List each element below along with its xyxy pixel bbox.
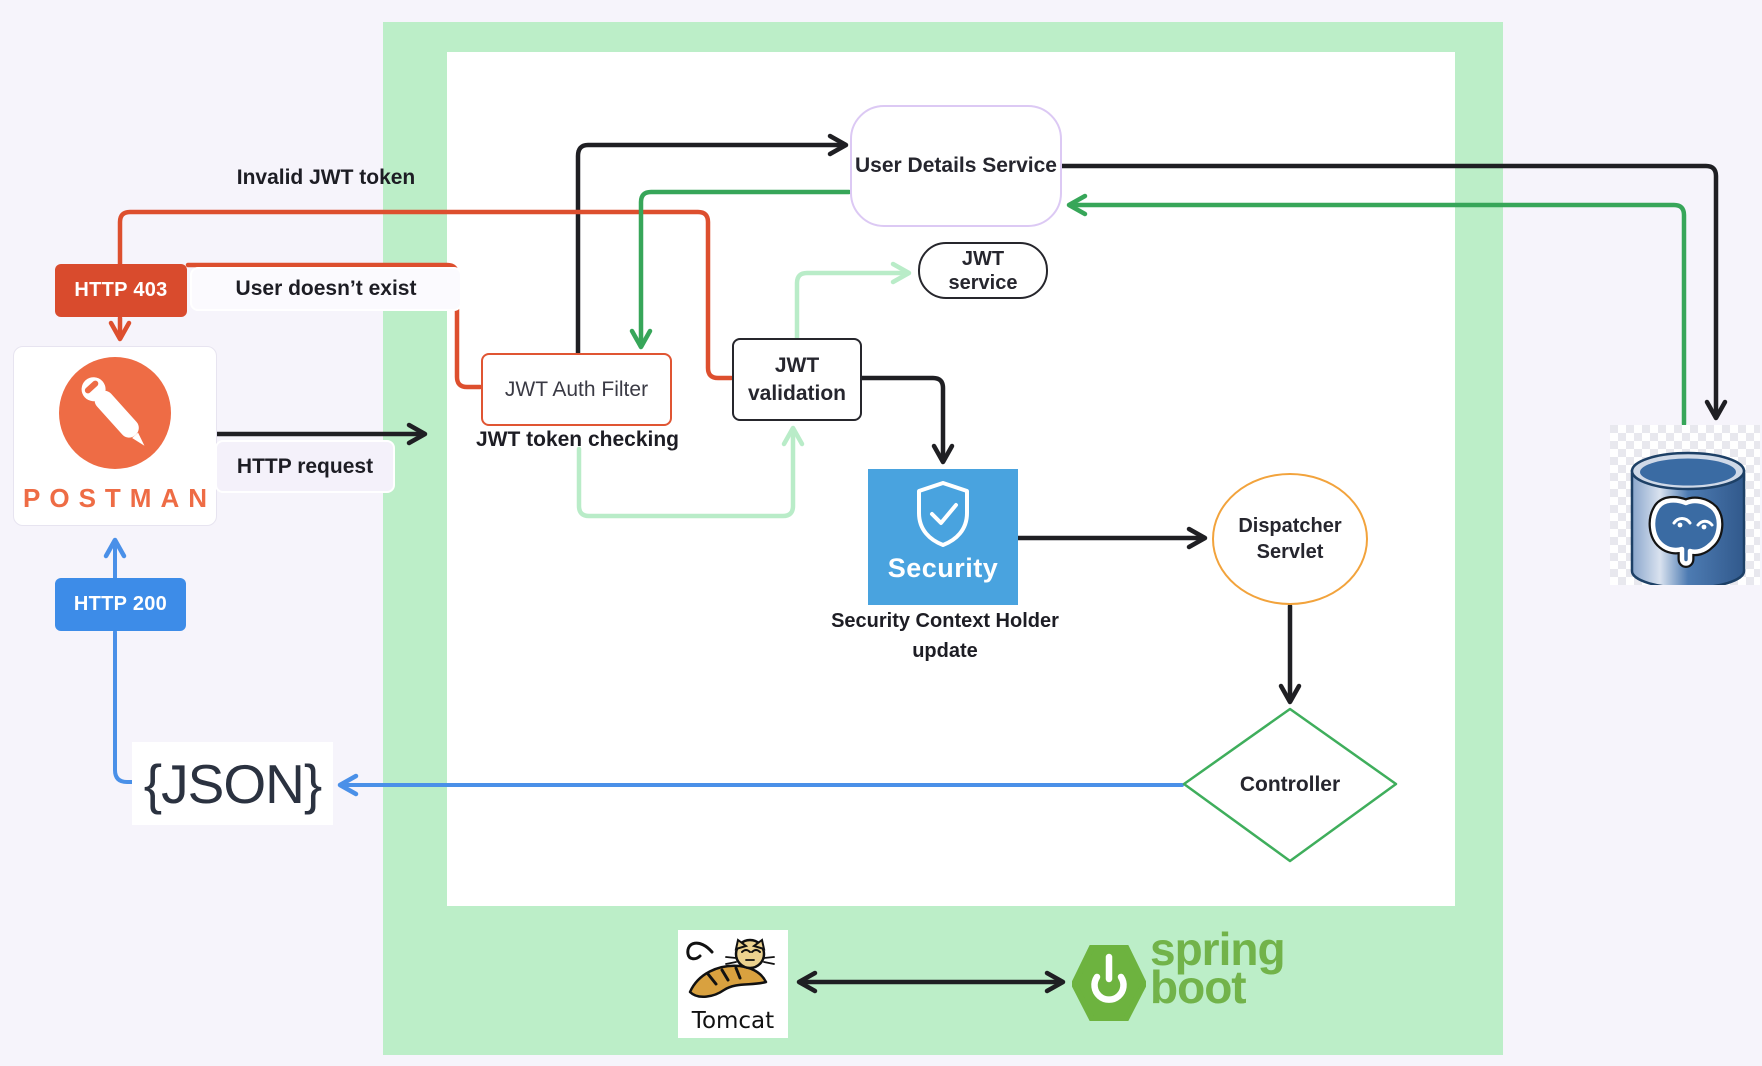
- jwt-token-checking-label: JWT token checking: [475, 428, 680, 451]
- jwt-service-line1: JWT: [961, 247, 1005, 270]
- jwt-validation-node: JWT validation: [732, 338, 862, 421]
- spring-security-node: Security: [868, 469, 1018, 605]
- tomcat-node: Tomcat: [678, 930, 788, 1038]
- jwt-validation-line2: validation: [747, 381, 847, 405]
- controller-label: Controller: [1239, 773, 1341, 796]
- security-context-line1: Security Context Holder: [831, 610, 1059, 632]
- security-context-label: Security Context Holder update: [820, 606, 1070, 666]
- http-request-label: HTTP request: [215, 440, 395, 493]
- postman-astronaut-icon: [59, 357, 171, 469]
- controller-node: Controller: [1182, 707, 1398, 863]
- jwt-service-line2: service: [948, 271, 1018, 294]
- line-json-to-http200: [113, 630, 134, 784]
- tomcat-cat-icon: [686, 938, 775, 998]
- dispatcher-servlet-node: Dispatcher Servlet: [1212, 473, 1368, 605]
- jwt-service-node: JWT service: [918, 242, 1048, 299]
- jwt-validation-line1: JWT: [774, 353, 820, 377]
- shield-check-icon: [917, 481, 969, 547]
- security-wordmark: Security: [887, 553, 999, 583]
- database-elephant-icon: [1610, 425, 1760, 585]
- invalid-jwt-label: Invalid JWT token: [236, 166, 416, 189]
- json-response-node: {JSON}: [132, 742, 333, 825]
- user-details-service-node: User Details Service: [850, 105, 1062, 227]
- spring-boot-wordmark: spring boot: [1150, 923, 1370, 1013]
- dispatcher-line2: Servlet: [1256, 541, 1324, 563]
- power-icon: [1072, 945, 1146, 1021]
- postman-node: POSTMAN: [13, 346, 217, 526]
- tomcat-wordmark: Tomcat: [691, 1008, 775, 1034]
- diamond-shape: [1182, 707, 1398, 863]
- spring-wordmark-line2: boot: [1150, 961, 1247, 1013]
- user-doesnt-exist-label: User doesn’t exist: [190, 267, 462, 311]
- spring-boot-node: [1072, 945, 1146, 1021]
- security-context-line2: update: [912, 640, 978, 662]
- postgresql-node: [1610, 425, 1760, 585]
- jwt-auth-filter-node: JWT Auth Filter: [481, 353, 672, 426]
- http-200-badge: HTTP 200: [55, 578, 186, 631]
- dispatcher-line1: Dispatcher: [1238, 515, 1342, 537]
- spring-wordmark-line1: spring: [1150, 923, 1286, 975]
- http-403-badge: HTTP 403: [55, 264, 187, 317]
- postman-wordmark: POSTMAN: [23, 483, 216, 513]
